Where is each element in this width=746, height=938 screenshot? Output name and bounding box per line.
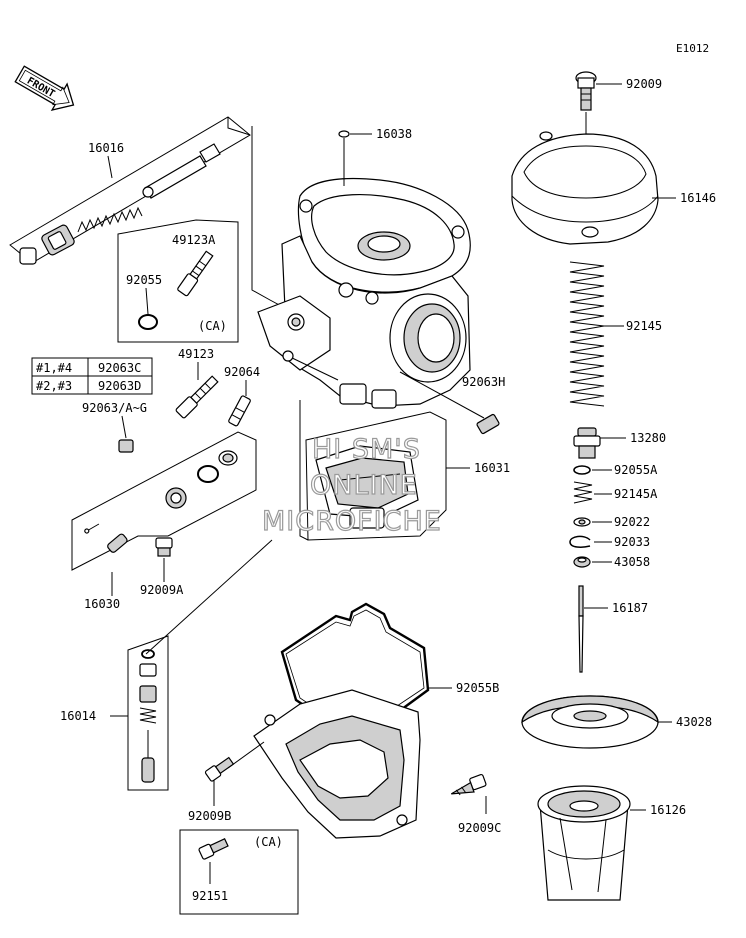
part-16031-assembly — [305, 411, 447, 541]
part-92055a — [573, 465, 591, 475]
watermark-line-2: ONLINE — [310, 470, 418, 501]
part-49123a-box — [117, 219, 239, 343]
callout-49123A: 49123A — [172, 233, 216, 247]
callout-ca-2: (CA) — [254, 835, 283, 849]
part-16126-slide — [537, 785, 631, 901]
part-16146-cap — [511, 131, 659, 245]
part-92145-spring — [569, 261, 605, 407]
part-43028-diaphragm — [521, 695, 659, 749]
callout-43058: 43058 — [614, 555, 650, 569]
callout-49123: 49123 — [178, 347, 214, 361]
callout-92055B: 92055B — [456, 681, 499, 695]
carburetor-body — [251, 126, 471, 541]
front-arrow-icon: FRONT — [14, 65, 75, 111]
callout-92145A: 92145A — [614, 487, 658, 501]
part-92064 — [228, 395, 251, 427]
callout-92009C: 92009C — [458, 821, 501, 835]
callout-16146: 16146 — [680, 191, 716, 205]
callout-92022: 92022 — [614, 515, 650, 529]
callout-92055: 92055 — [126, 273, 162, 287]
callout-92033: 92033 — [614, 535, 650, 549]
callout-92009: 92009 — [626, 77, 662, 91]
part-92063ag — [118, 439, 134, 453]
table-cyl-1: #1,#4 — [36, 361, 72, 375]
callout-16031: 16031 — [474, 461, 510, 475]
part-49123 — [175, 375, 219, 419]
part-16038 — [338, 130, 350, 138]
callout-43028: 43028 — [676, 715, 712, 729]
part-92063h — [476, 413, 500, 435]
callout-16187: 16187 — [612, 601, 648, 615]
part-92145a-spring — [573, 481, 593, 504]
part-92009 — [575, 71, 597, 111]
callout-16014: 16014 — [60, 709, 96, 723]
callout-92009A: 92009A — [140, 583, 184, 597]
part-16187-needle — [578, 585, 584, 673]
callout-16126: 16126 — [650, 803, 686, 817]
part-13280 — [573, 427, 601, 459]
table-cyl-2: #2,#3 — [36, 379, 72, 393]
callout-92063H: 92063H — [462, 375, 505, 389]
callout-92055A: 92055A — [614, 463, 658, 477]
callout-13280: 13280 — [630, 431, 666, 445]
part-16016-assembly — [9, 116, 251, 265]
watermark-line-1: HI SM'S — [312, 434, 421, 465]
part-92033 — [569, 535, 591, 548]
part-16030-assembly — [71, 431, 257, 571]
callout-92009B: 92009B — [188, 809, 231, 823]
callout-16030: 16030 — [84, 597, 120, 611]
part-92151-box — [179, 829, 299, 915]
part-16014-assembly — [127, 539, 273, 791]
callout-16038: 16038 — [376, 127, 412, 141]
callout-92151: 92151 — [192, 889, 228, 903]
table-part-1: 92063C — [98, 361, 141, 375]
watermark-line-3: MICROFICHE — [262, 506, 442, 537]
callout-92064: 92064 — [224, 365, 260, 379]
callout-16016: 16016 — [88, 141, 124, 155]
part-43058 — [573, 556, 591, 568]
float-bowl — [253, 689, 421, 839]
part-92009c — [450, 774, 487, 796]
watermark: HI SM'S ONLINE MICROFICHE — [261, 433, 442, 537]
table-part-2: 92063D — [98, 379, 141, 393]
callout-92145: 92145 — [626, 319, 662, 333]
part-92009b — [204, 756, 235, 782]
callout-92063AG: 92063/A~G — [82, 401, 147, 415]
diagram-code: E1012 — [676, 42, 709, 55]
cylinder-table: #1,#4 92063C #2,#3 92063D — [31, 357, 153, 395]
callout-ca-1: (CA) — [198, 319, 227, 333]
